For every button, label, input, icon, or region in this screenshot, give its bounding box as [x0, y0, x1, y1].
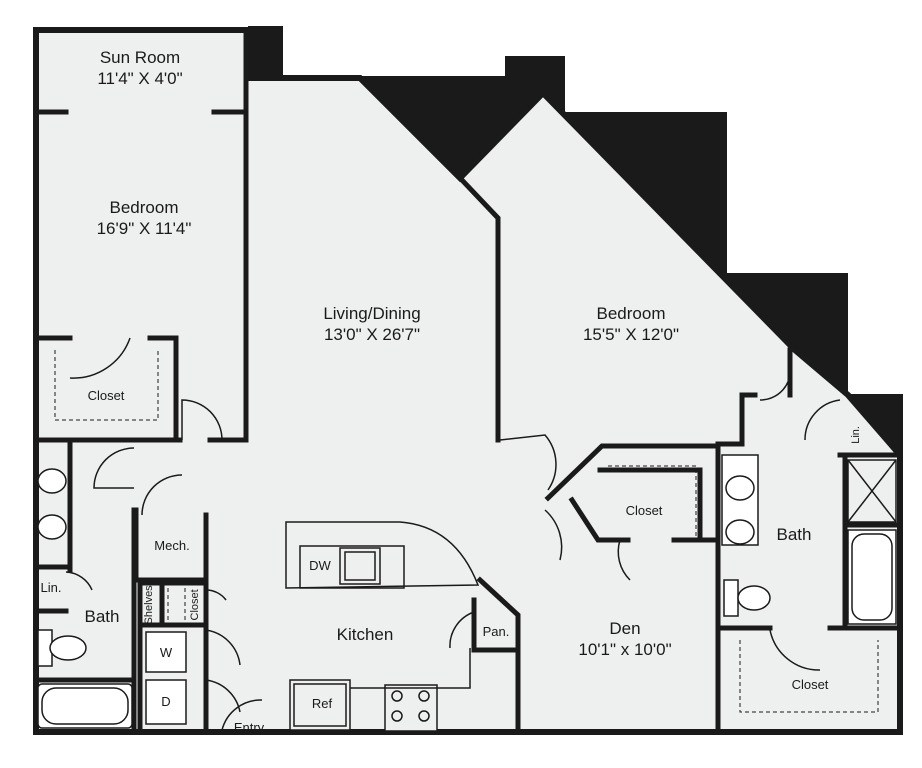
room-dimensions: 11'4" X 4'0" [97, 69, 183, 89]
room-name: Bath [776, 525, 812, 544]
room-dimensions: 13'0" X 26'7" [323, 325, 421, 345]
room-dimensions: 15'5" X 12'0" [582, 325, 680, 345]
room-name: Bath [84, 607, 120, 626]
left-bath-fixtures [37, 468, 133, 729]
pantry-label: Pan. [482, 624, 510, 639]
linen-left-label: Lin. [40, 580, 62, 595]
bath-right-label: Bath [766, 524, 822, 545]
refrigerator-label: Ref [311, 696, 333, 711]
room-name: Bedroom [109, 198, 179, 217]
bedroom-1-label: Bedroom 16'9" X 11'4" [84, 197, 204, 240]
closet-dashes [54, 350, 879, 713]
door-swings [65, 337, 841, 731]
bath-left-label: Bath [74, 606, 130, 627]
dishwasher-label: DW [309, 558, 331, 573]
den-label: Den 10'1" x 10'0" [565, 618, 685, 661]
room-name: Kitchen [336, 625, 394, 644]
exterior-wall-mass [248, 26, 283, 76]
washer-label: W [159, 645, 173, 660]
room-name: Den [609, 619, 641, 638]
right-bath-fixtures [721, 454, 897, 625]
closet-den-label: Closet [625, 503, 663, 518]
sun-room-label: Sun Room 11'4" X 4'0" [85, 47, 195, 90]
mech-label: Mech. [154, 538, 190, 553]
shelves-label: Shelves [143, 585, 156, 625]
room-name: Sun Room [99, 48, 181, 67]
kitchen-counters [285, 521, 480, 732]
room-dimensions: 16'9" X 11'4" [96, 219, 192, 239]
room-name: Bedroom [596, 304, 666, 323]
entry-label: Entry [233, 720, 265, 735]
room-dimensions: 10'1" x 10'0" [578, 640, 672, 660]
bedroom-2-label: Bedroom 15'5" X 12'0" [566, 303, 696, 346]
laundry-units [145, 631, 187, 725]
closet-small-label: Closet [189, 589, 202, 621]
living-dining-label: Living/Dining 13'0" X 26'7" [302, 303, 442, 346]
kitchen-label: Kitchen [320, 624, 410, 645]
closet-bath-right-label: Closet [791, 677, 829, 692]
interior-walls [33, 27, 903, 735]
closet-bedroom-1-label: Closet [87, 388, 125, 403]
room-name: Living/Dining [323, 304, 421, 323]
linen-right-label: Lin. [850, 426, 863, 444]
dryer-label: D [161, 694, 171, 709]
